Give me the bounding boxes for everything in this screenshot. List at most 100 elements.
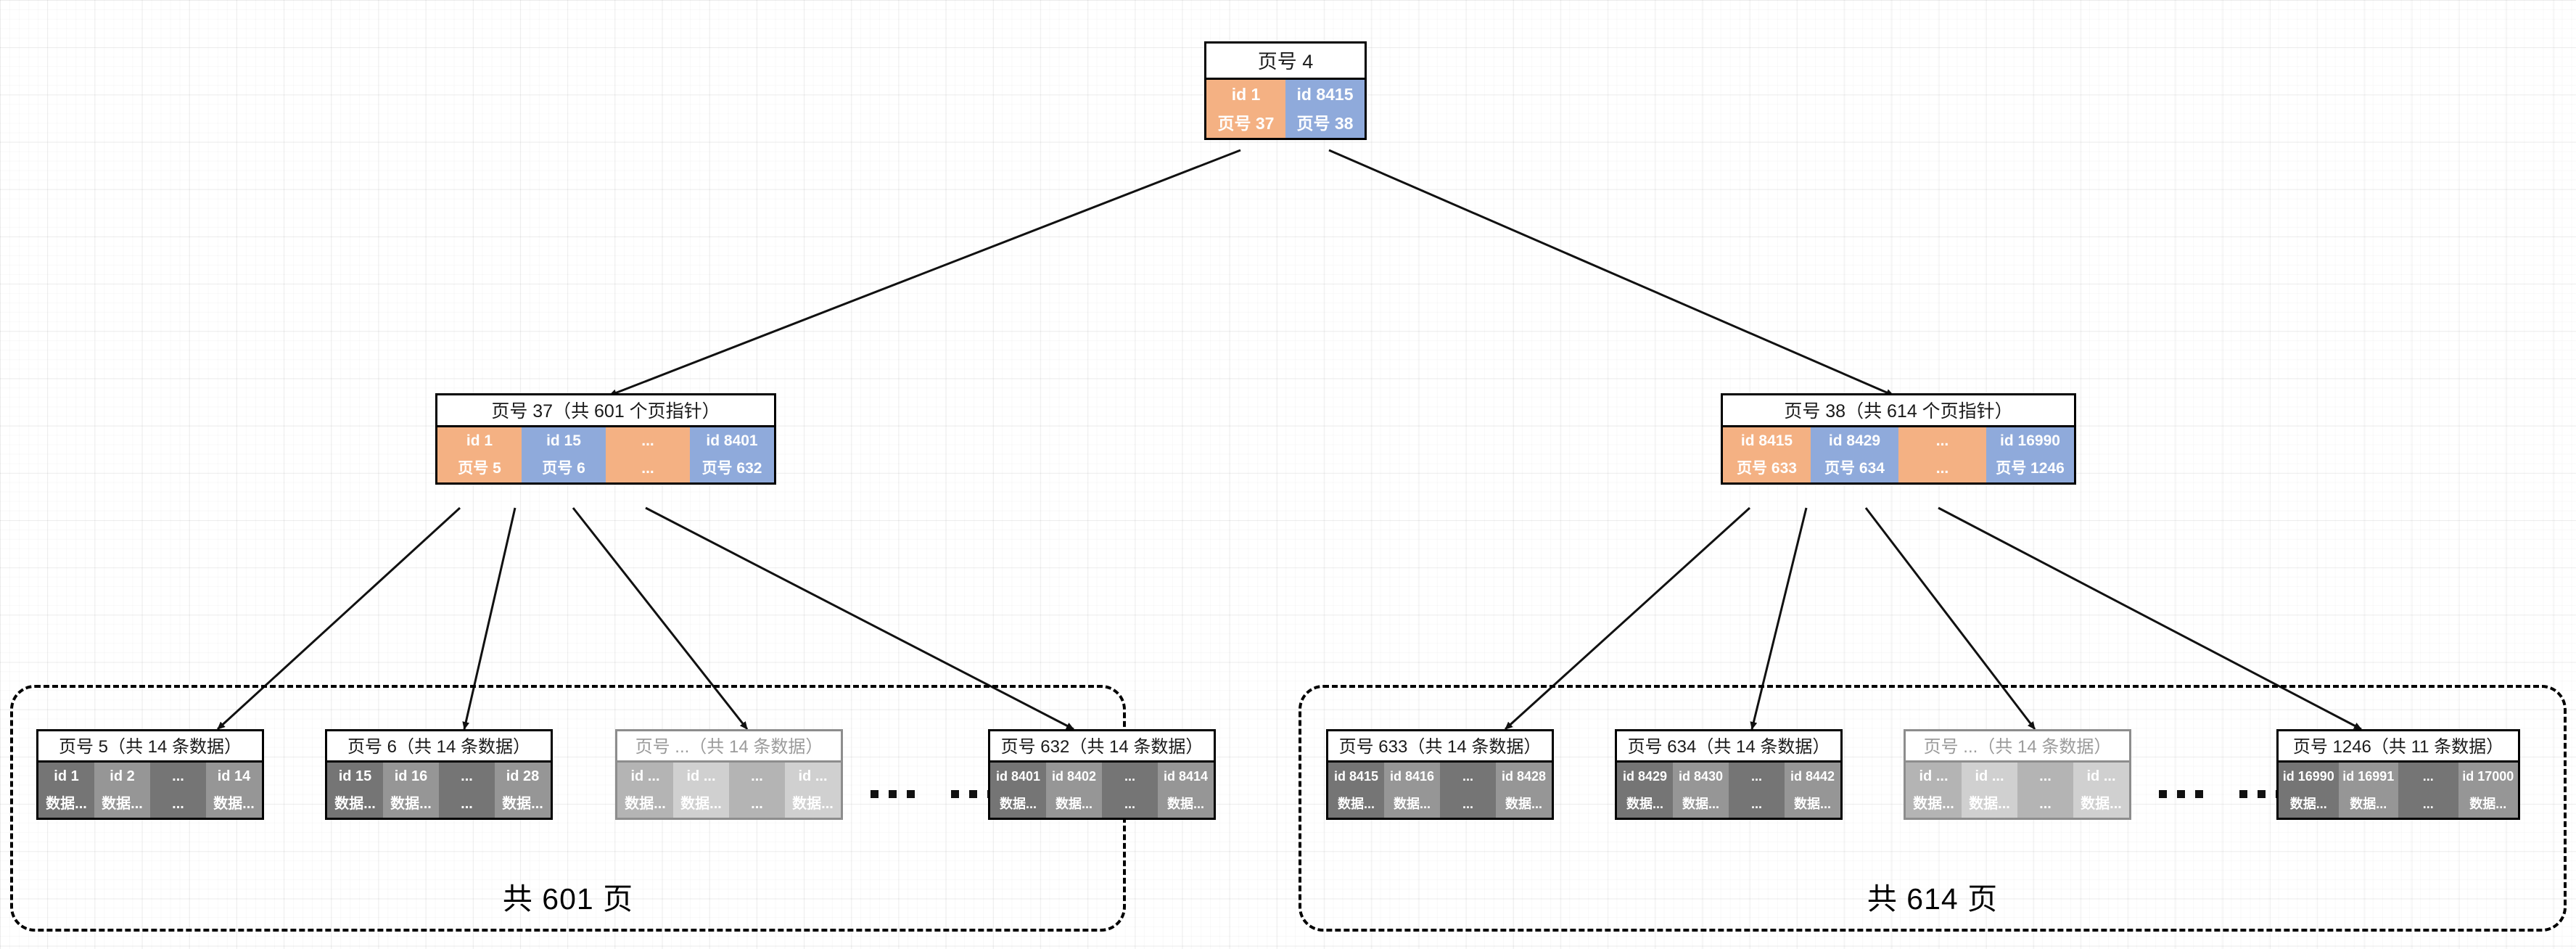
cell-key: id 8429 — [1617, 763, 1673, 790]
cell-key: id 14 — [206, 763, 262, 790]
cell-key: id 8401 — [990, 763, 1046, 790]
cell-key: id 8402 — [1046, 763, 1102, 790]
node-title: 页号 ...（共 14 条数据） — [1906, 731, 2129, 763]
record-cell[interactable]: id 8430 数据... — [1673, 763, 1729, 818]
row-marker-dot — [2159, 790, 2167, 798]
cell-key: id 8442 — [1785, 763, 1840, 790]
leaf-node-page-6[interactable]: 页号 6（共 14 条数据） id 15 数据... id 16 数据... .… — [325, 729, 553, 820]
index-cell[interactable]: id 16990 页号 1246 — [1986, 427, 2074, 482]
node-cells: id ... 数据... id ... 数据... ... ... id ...… — [617, 763, 841, 818]
index-cell-ellipsis: ... ... — [606, 427, 690, 482]
record-cell[interactable]: id 8416 数据... — [1384, 763, 1440, 818]
cell-key: id 8415 — [1285, 80, 1365, 109]
ellipsis-dot — [2258, 790, 2266, 798]
cell-key: ... — [1898, 427, 1986, 455]
node-root-page-4[interactable]: 页号 4 id 1 页号 37 id 8415 页号 38 — [1204, 41, 1367, 140]
record-cell[interactable]: id 8442 数据... — [1785, 763, 1840, 818]
record-cell-ellipsis: ... ... — [150, 763, 206, 818]
record-cell[interactable]: id 14 数据... — [206, 763, 262, 818]
node-title: 页号 1246（共 11 条数据） — [2279, 731, 2518, 763]
ellipsis-dot — [907, 790, 915, 798]
cell-key: id 8429 — [1811, 427, 1898, 455]
cell-pointer: 页号 634 — [1811, 455, 1898, 482]
record-cell[interactable]: id 1 数据... — [38, 763, 94, 818]
cell-key: id 16991 — [2338, 763, 2398, 790]
node-index-page-38[interactable]: 页号 38（共 614 个页指针） id 8415 页号 633 id 8429… — [1721, 393, 2076, 485]
node-index-page-37[interactable]: 页号 37（共 601 个页指针） id 1 页号 5 id 15 页号 6 .… — [435, 393, 776, 485]
ellipsis-dot — [2195, 790, 2203, 798]
cell-value: 数据... — [1496, 790, 1552, 818]
ellipsis-separator-right — [2159, 790, 2284, 798]
record-cell[interactable]: id 16 数据... — [383, 763, 439, 818]
record-cell[interactable]: id 17000 数据... — [2458, 763, 2518, 818]
group-label-right: 共 614 页 — [1867, 882, 1999, 916]
row-marker-dot — [871, 790, 878, 798]
cell-pointer: 页号 1246 — [1986, 455, 2074, 482]
cell-key: id ... — [1906, 763, 1962, 790]
leaf-node-page-634[interactable]: 页号 634（共 14 条数据） id 8429 数据... id 8430 数… — [1615, 729, 1843, 820]
ellipsis-dot — [889, 790, 897, 798]
index-cell[interactable]: id 8401 页号 632 — [690, 427, 774, 482]
index-cell[interactable]: id 8429 页号 634 — [1811, 427, 1898, 482]
record-cell[interactable]: id 8414 数据... — [1158, 763, 1214, 818]
cell-value: 数据... — [2073, 790, 2129, 818]
cell-pointer: 页号 6 — [522, 455, 606, 482]
cell-value: 数据... — [990, 790, 1046, 818]
record-cell: id ... 数据... — [617, 763, 673, 818]
cell-key: id 8401 — [690, 427, 774, 455]
record-cell[interactable]: id 2 数据... — [94, 763, 150, 818]
cell-value: 数据... — [2458, 790, 2518, 818]
cell-value: ... — [2017, 790, 2073, 818]
cell-value: 数据... — [206, 790, 262, 818]
leaf-node-page-633[interactable]: 页号 633（共 14 条数据） id 8415 数据... id 8416 数… — [1326, 729, 1554, 820]
record-cell[interactable]: id 15 数据... — [327, 763, 383, 818]
cell-key: ... — [1102, 763, 1158, 790]
record-cell[interactable]: id 8401 数据... — [990, 763, 1046, 818]
leaf-node-page-632[interactable]: 页号 632（共 14 条数据） id 8401 数据... id 8402 数… — [988, 729, 1216, 820]
cell-key: id ... — [1962, 763, 2017, 790]
index-cell[interactable]: id 8415 页号 633 — [1723, 427, 1811, 482]
node-title: 页号 5（共 14 条数据） — [38, 731, 262, 763]
cell-value: ... — [1440, 790, 1496, 818]
cell-value: 数据... — [383, 790, 439, 818]
cell-key: ... — [2398, 763, 2458, 790]
node-cells: id 15 数据... id 16 数据... ... ... id 28 数据… — [327, 763, 551, 818]
index-cell[interactable]: id 1 页号 5 — [437, 427, 522, 482]
record-cell[interactable]: id 16991 数据... — [2338, 763, 2398, 818]
record-cell[interactable]: id 8428 数据... — [1496, 763, 1552, 818]
cell-key: ... — [150, 763, 206, 790]
cell-value: 数据... — [1785, 790, 1840, 818]
record-cell: id ... 数据... — [673, 763, 729, 818]
cell-value: ... — [729, 790, 785, 818]
record-cell: id ... 数据... — [1906, 763, 1962, 818]
record-cell[interactable]: id 8402 数据... — [1046, 763, 1102, 818]
cell-key: id ... — [785, 763, 841, 790]
index-cell[interactable]: id 15 页号 6 — [522, 427, 606, 482]
record-cell[interactable]: id 16990 数据... — [2279, 763, 2339, 818]
cell-key: id 16 — [383, 763, 439, 790]
cell-key: id 8428 — [1496, 763, 1552, 790]
record-cell[interactable]: id 8429 数据... — [1617, 763, 1673, 818]
index-cell[interactable]: id 1 页号 37 — [1206, 80, 1285, 138]
node-title: 页号 37（共 601 个页指针） — [437, 395, 774, 427]
node-cells: id 8429 数据... id 8430 数据... ... ... id 8… — [1617, 763, 1840, 818]
leaf-node-page-5[interactable]: 页号 5（共 14 条数据） id 1 数据... id 2 数据... ...… — [36, 729, 264, 820]
cell-value: 数据... — [785, 790, 841, 818]
index-cell[interactable]: id 8415 页号 38 — [1285, 80, 1365, 138]
node-cells: id 1 页号 5 id 15 页号 6 ... ... id 8401 页号 … — [437, 427, 774, 482]
cell-key: id 16990 — [1986, 427, 2074, 455]
cell-pointer: 页号 633 — [1723, 455, 1811, 482]
cell-value: ... — [1102, 790, 1158, 818]
leaf-node-page-1246[interactable]: 页号 1246（共 11 条数据） id 16990 数据... id 1699… — [2276, 729, 2520, 820]
record-cell[interactable]: id 28 数据... — [495, 763, 551, 818]
cell-key: id 1 — [38, 763, 94, 790]
cell-value: 数据... — [1046, 790, 1102, 818]
node-title: 页号 38（共 614 个页指针） — [1723, 395, 2074, 427]
cell-key: id 8415 — [1723, 427, 1811, 455]
record-cell[interactable]: id 8415 数据... — [1328, 763, 1384, 818]
ellipsis-dot — [2239, 790, 2247, 798]
record-cell-ellipsis: ... ... — [2017, 763, 2073, 818]
record-cell-ellipsis: ... ... — [439, 763, 495, 818]
node-title: 页号 4 — [1206, 44, 1365, 80]
